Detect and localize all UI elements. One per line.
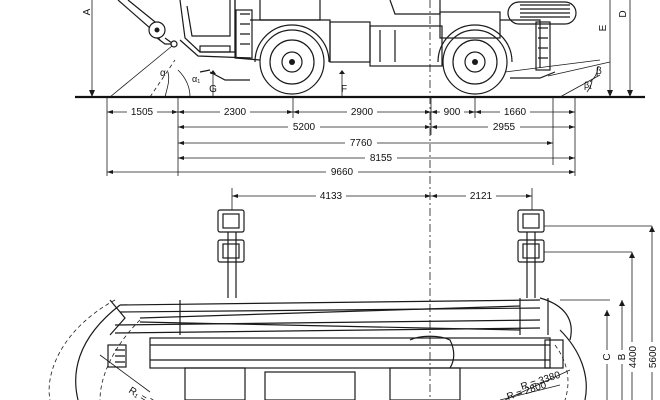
dim-8155: 8155 bbox=[370, 153, 393, 164]
length-dimensions: 1505 2300 2900 900 1660 5200 2955 7760 8… bbox=[106, 97, 576, 178]
dim-1660: 1660 bbox=[504, 107, 527, 118]
dim-2121: 2121 bbox=[470, 191, 493, 202]
top-view: 4133 2121 bbox=[48, 188, 659, 400]
dim-2900: 2900 bbox=[351, 107, 374, 118]
swing-arc-r1 bbox=[75, 304, 121, 400]
dim-7760: 7760 bbox=[350, 138, 373, 149]
label-r1: R₁ = 7 bbox=[126, 385, 156, 400]
superstructure bbox=[259, 0, 577, 25]
label-beta1: β₁ bbox=[584, 80, 592, 90]
swing-arc-r3380 bbox=[559, 329, 587, 400]
label-alpha: α bbox=[160, 68, 166, 79]
carrier-body bbox=[107, 335, 564, 400]
rear-wheel bbox=[437, 24, 513, 95]
hook-block bbox=[117, 0, 178, 48]
front-outrigger bbox=[209, 71, 250, 81]
front-wheel bbox=[254, 24, 330, 95]
dim-2955: 2955 bbox=[493, 122, 516, 133]
dim-4400: 4400 bbox=[628, 345, 639, 368]
cab bbox=[179, 0, 251, 59]
label-b: B bbox=[617, 353, 628, 360]
telescopic-boom bbox=[109, 297, 572, 341]
label-a: A bbox=[82, 8, 93, 15]
dim-1505: 1505 bbox=[131, 107, 154, 118]
rear-outrigger bbox=[510, 71, 556, 79]
label-f: F bbox=[341, 84, 347, 95]
side-view: G F A D E α α₁ β β₁ bbox=[75, 0, 645, 400]
chassis bbox=[234, 0, 551, 71]
dim-9660: 9660 bbox=[331, 167, 354, 178]
dim-900: 900 bbox=[444, 107, 461, 118]
approach-line bbox=[109, 45, 173, 98]
label-c: C bbox=[602, 353, 613, 360]
dim-5200: 5200 bbox=[293, 122, 316, 133]
label-g: G bbox=[209, 84, 217, 95]
label-alpha1: α₁ bbox=[192, 74, 200, 84]
label-beta: β bbox=[596, 66, 602, 77]
label-e: E bbox=[598, 24, 609, 31]
label-d: D bbox=[618, 10, 629, 17]
dim-4133: 4133 bbox=[320, 191, 343, 202]
outrigger-left bbox=[217, 209, 245, 298]
dim-2300: 2300 bbox=[224, 107, 247, 118]
outrigger-right bbox=[517, 209, 545, 298]
dim-5600: 5600 bbox=[648, 345, 659, 368]
